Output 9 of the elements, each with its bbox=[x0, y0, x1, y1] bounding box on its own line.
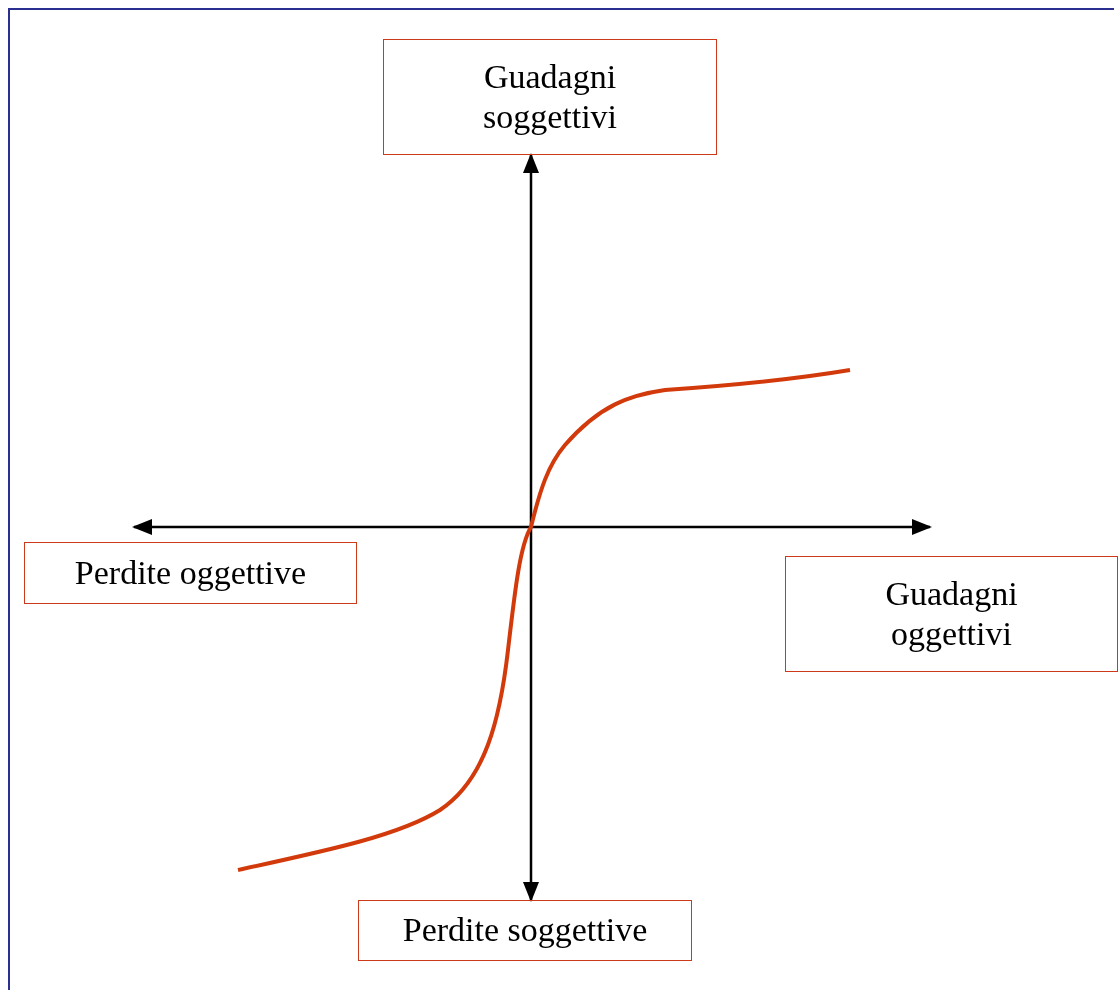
y-axis bbox=[523, 153, 539, 902]
label-box bbox=[785, 556, 1118, 672]
axis-label: Perdite oggettive bbox=[74, 552, 307, 593]
axis-label: Perdite soggettive bbox=[402, 910, 648, 951]
label-box bbox=[358, 900, 692, 961]
label-box bbox=[383, 39, 717, 155]
label-box bbox=[24, 542, 357, 604]
axis-label: Guadagni oggettivi bbox=[884, 573, 1019, 654]
axis-label: Guadagni soggettivi bbox=[481, 56, 619, 137]
